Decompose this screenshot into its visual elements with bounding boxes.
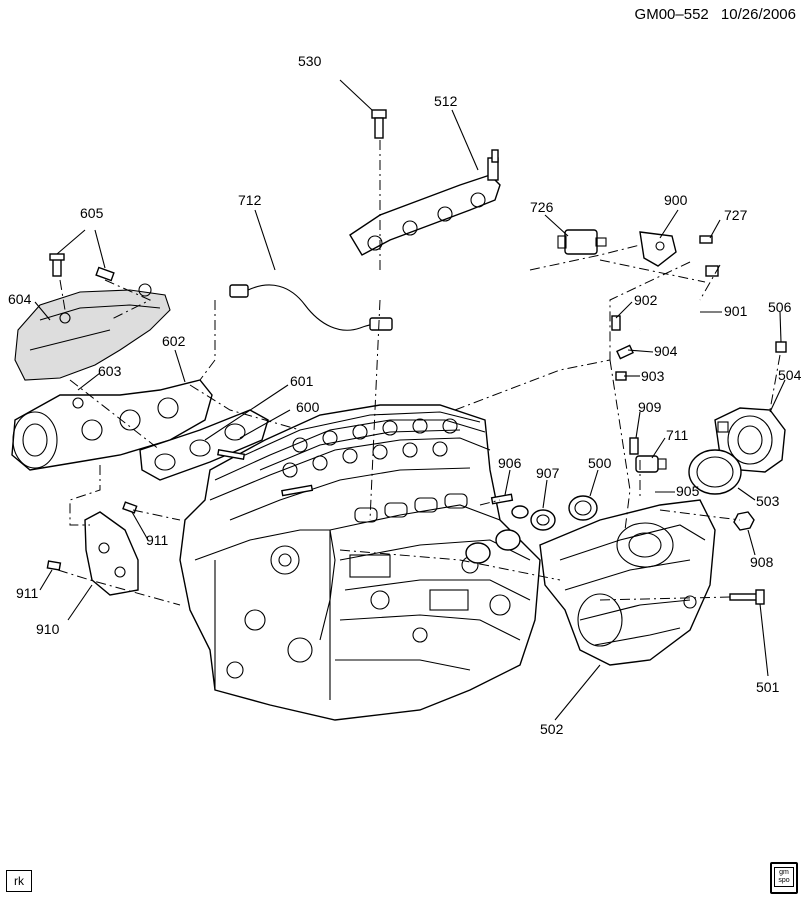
callout-502: 502 — [540, 721, 564, 737]
manifold-studs — [217, 448, 314, 497]
hose-fittings — [611, 315, 634, 381]
solenoid-bracket — [639, 231, 677, 267]
callout-910: 910 — [36, 621, 60, 637]
callout-leaders — [34, 79, 786, 721]
callout-506: 506 — [768, 299, 792, 315]
callout-911-right: 911 — [146, 532, 169, 548]
gm-spo-logo-inner: gm spo — [774, 867, 794, 887]
callout-504: 504 — [778, 367, 802, 383]
callout-601: 601 — [290, 373, 314, 389]
callout-711: 711 — [666, 427, 689, 443]
callout-500: 500 — [588, 455, 612, 471]
nut — [733, 511, 755, 531]
drawing-date: 10/26/2006 — [720, 6, 796, 23]
callout-712: 712 — [238, 192, 262, 208]
callout-602: 602 — [162, 333, 186, 349]
callout-907: 907 — [536, 465, 560, 481]
callout-901: 901 — [724, 303, 748, 319]
purge-hose — [639, 265, 719, 332]
callout-906: 906 — [498, 455, 522, 471]
callout-905: 905 — [676, 483, 700, 499]
callout-530: 530 — [298, 53, 322, 69]
callout-603: 603 — [98, 363, 122, 379]
exhaust-bracket — [84, 511, 139, 596]
heat-shield-bolt — [49, 253, 115, 282]
callout-labels: 530 512 712 605 604 602 603 601 600 726 … — [8, 53, 802, 737]
drawing-id: GM00–552 — [634, 6, 709, 23]
callout-726: 726 — [530, 199, 554, 215]
intake-manifold-bolt — [729, 589, 765, 605]
callout-501: 501 — [756, 679, 780, 695]
bracket-bolt — [699, 235, 713, 244]
map-sensor — [635, 455, 667, 473]
author-tag: rk — [6, 870, 32, 892]
logo-bottom: spo — [778, 877, 790, 884]
intake-manifold — [539, 499, 716, 666]
gm-spo-logo: gm spo — [770, 862, 798, 894]
callout-904: 904 — [654, 343, 678, 359]
callout-908: 908 — [750, 554, 774, 570]
callout-512: 512 — [434, 93, 458, 109]
callout-903: 903 — [641, 368, 665, 384]
drawing-header: GM00–552 10/26/2006 — [627, 6, 796, 23]
logo-top: gm — [779, 869, 789, 876]
callout-600: 600 — [296, 399, 320, 415]
purge-solenoid — [557, 229, 607, 255]
heat-shield — [14, 283, 171, 381]
callout-604: 604 — [8, 291, 32, 307]
callout-727: 727 — [724, 207, 748, 223]
throttle-body-bolt — [775, 341, 787, 353]
sensor-bolt — [629, 437, 639, 455]
engine-block — [179, 404, 541, 721]
callout-902: 902 — [634, 292, 658, 308]
intake-gaskets — [465, 493, 598, 564]
callout-909: 909 — [638, 399, 662, 415]
callout-605: 605 — [80, 205, 104, 221]
assembly-centerlines — [57, 140, 781, 606]
fuel-rail — [349, 149, 501, 256]
throttle-body-gasket — [688, 449, 742, 495]
callout-503: 503 — [756, 493, 780, 509]
oxygen-sensor — [229, 284, 393, 331]
fuel-rail-bolt — [371, 109, 387, 139]
callout-900: 900 — [664, 192, 688, 208]
callout-911-left: 911 — [16, 585, 39, 601]
exhaust-manifold — [11, 379, 213, 471]
exhaust-manifold-gasket — [139, 409, 269, 481]
